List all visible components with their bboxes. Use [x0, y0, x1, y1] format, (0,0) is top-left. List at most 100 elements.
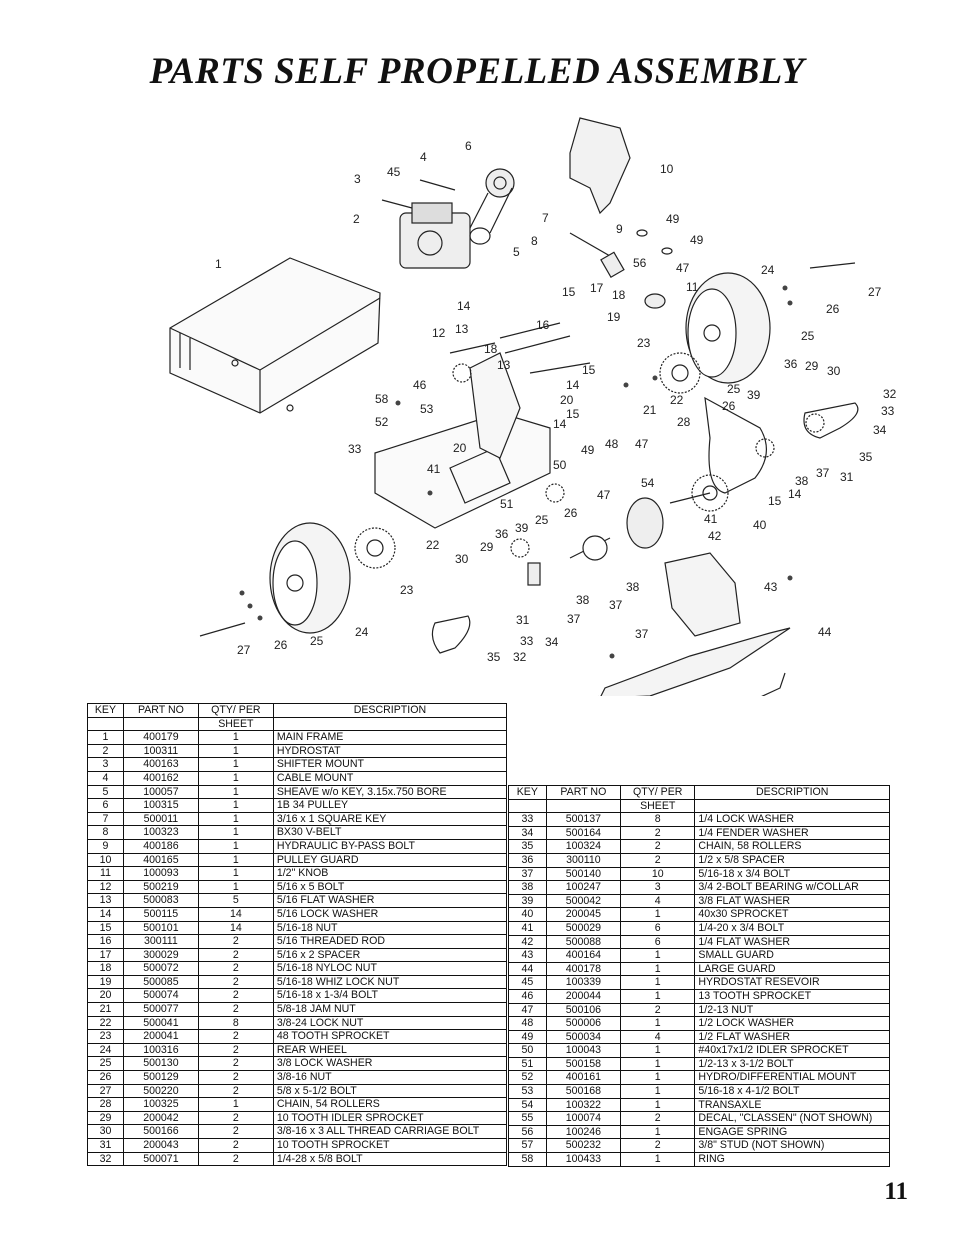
- svg-text:1: 1: [215, 257, 222, 271]
- cell-key: 9: [87, 838, 124, 854]
- cell-description: 5/16-18 x 3/4 BOLT: [694, 866, 890, 882]
- svg-text:34: 34: [873, 423, 887, 437]
- cell-description: 5/16 FLAT WASHER: [272, 893, 508, 908]
- svg-text:29: 29: [480, 540, 494, 554]
- svg-text:22: 22: [670, 393, 684, 407]
- svg-text:26: 26: [564, 506, 578, 520]
- cell-description: 1/2-13 NUT: [694, 1002, 890, 1018]
- col-header-qty-sheet: SHEET: [620, 798, 696, 814]
- cell-qty: 1: [197, 825, 274, 840]
- cell-qty: 6: [620, 920, 696, 936]
- cell-key: 14: [87, 906, 124, 922]
- cell-qty: 1: [620, 975, 696, 990]
- cell-qty: 1: [620, 1056, 696, 1072]
- cell-qty: 1: [620, 948, 696, 963]
- cell-part-no: 100339: [545, 975, 622, 990]
- svg-text:9: 9: [616, 222, 623, 236]
- guards-illustration: [597, 552, 791, 764]
- cell-part-no: 500220: [122, 1083, 199, 1099]
- cell-part-no: 100316: [122, 1042, 199, 1058]
- cell-part-no: 300029: [122, 947, 199, 963]
- svg-text:18: 18: [484, 342, 498, 356]
- cell-description: 1/2" KNOB: [272, 866, 508, 881]
- cell-description: ENGAGE SPRING: [694, 1124, 890, 1140]
- cell-description: CHAIN, 54 ROLLERS: [272, 1097, 508, 1112]
- cell-description: 5/16-18 x 1-3/4 BOLT: [272, 988, 508, 1004]
- svg-text:47: 47: [676, 261, 690, 275]
- cell-key: 47: [508, 1002, 547, 1018]
- cell-part-no: 500106: [545, 1002, 622, 1018]
- cell-part-no: 100093: [122, 866, 199, 881]
- cell-part-no: 100074: [545, 1111, 622, 1126]
- cell-description: 5/16-18 NYLOC NUT: [272, 961, 508, 976]
- svg-text:26: 26: [826, 302, 840, 316]
- svg-text:40: 40: [753, 518, 767, 532]
- cell-description: #40x17x1/2 IDLER SPROCKET: [694, 1043, 890, 1058]
- cell-description: 1/2 x 5/8 SPACER: [694, 852, 890, 868]
- svg-text:29: 29: [805, 359, 819, 373]
- cell-qty: 2: [197, 934, 274, 949]
- svg-text:25: 25: [727, 382, 741, 396]
- svg-text:24: 24: [355, 625, 369, 639]
- cell-key: 54: [508, 1097, 547, 1113]
- cell-key: 35: [508, 839, 547, 854]
- cell-qty: 2: [197, 1124, 274, 1139]
- cell-key: 1: [87, 730, 124, 745]
- cell-qty: 14: [197, 920, 274, 936]
- svg-text:37: 37: [816, 466, 830, 480]
- svg-text:25: 25: [310, 634, 324, 648]
- cell-key: 36: [508, 852, 547, 868]
- pulley-guard-illustration: [569, 117, 631, 215]
- svg-text:50: 50: [553, 458, 567, 472]
- svg-text:5: 5: [513, 245, 520, 259]
- cell-qty: 1: [197, 757, 274, 772]
- cell-description: BX30 V-BELT: [272, 825, 508, 840]
- cell-qty: 1: [620, 1043, 696, 1058]
- svg-text:34: 34: [545, 635, 559, 649]
- cell-description: PULLEY GUARD: [272, 852, 508, 868]
- cell-description: 1/4 FLAT WASHER: [694, 934, 890, 950]
- cell-part-no: 500074: [122, 988, 199, 1004]
- cell-description: 5/16 x 5 BOLT: [272, 879, 508, 895]
- cell-description: LARGE GUARD: [694, 961, 890, 977]
- svg-text:49: 49: [666, 212, 680, 226]
- cell-qty: 1: [197, 852, 274, 868]
- cell-key: 12: [87, 879, 124, 895]
- cell-key: 25: [87, 1056, 124, 1072]
- cell-key: 11: [87, 866, 124, 881]
- cell-description: 1/4 LOCK WASHER: [694, 812, 890, 827]
- cell-qty: 2: [197, 1083, 274, 1099]
- cell-part-no: 500034: [545, 1029, 622, 1045]
- cell-key: 3: [87, 757, 124, 772]
- main-frame-illustration: [169, 257, 381, 414]
- svg-text:36: 36: [495, 527, 509, 541]
- cell-description: 1/2-13 x 3-1/2 BOLT: [694, 1056, 890, 1072]
- cell-qty: 1: [620, 1084, 696, 1099]
- cell-part-no: 400186: [122, 838, 199, 854]
- cell-description: DECAL, "CLASSEN" (NOT SHOWN): [694, 1111, 890, 1126]
- cell-part-no: 500166: [122, 1124, 199, 1139]
